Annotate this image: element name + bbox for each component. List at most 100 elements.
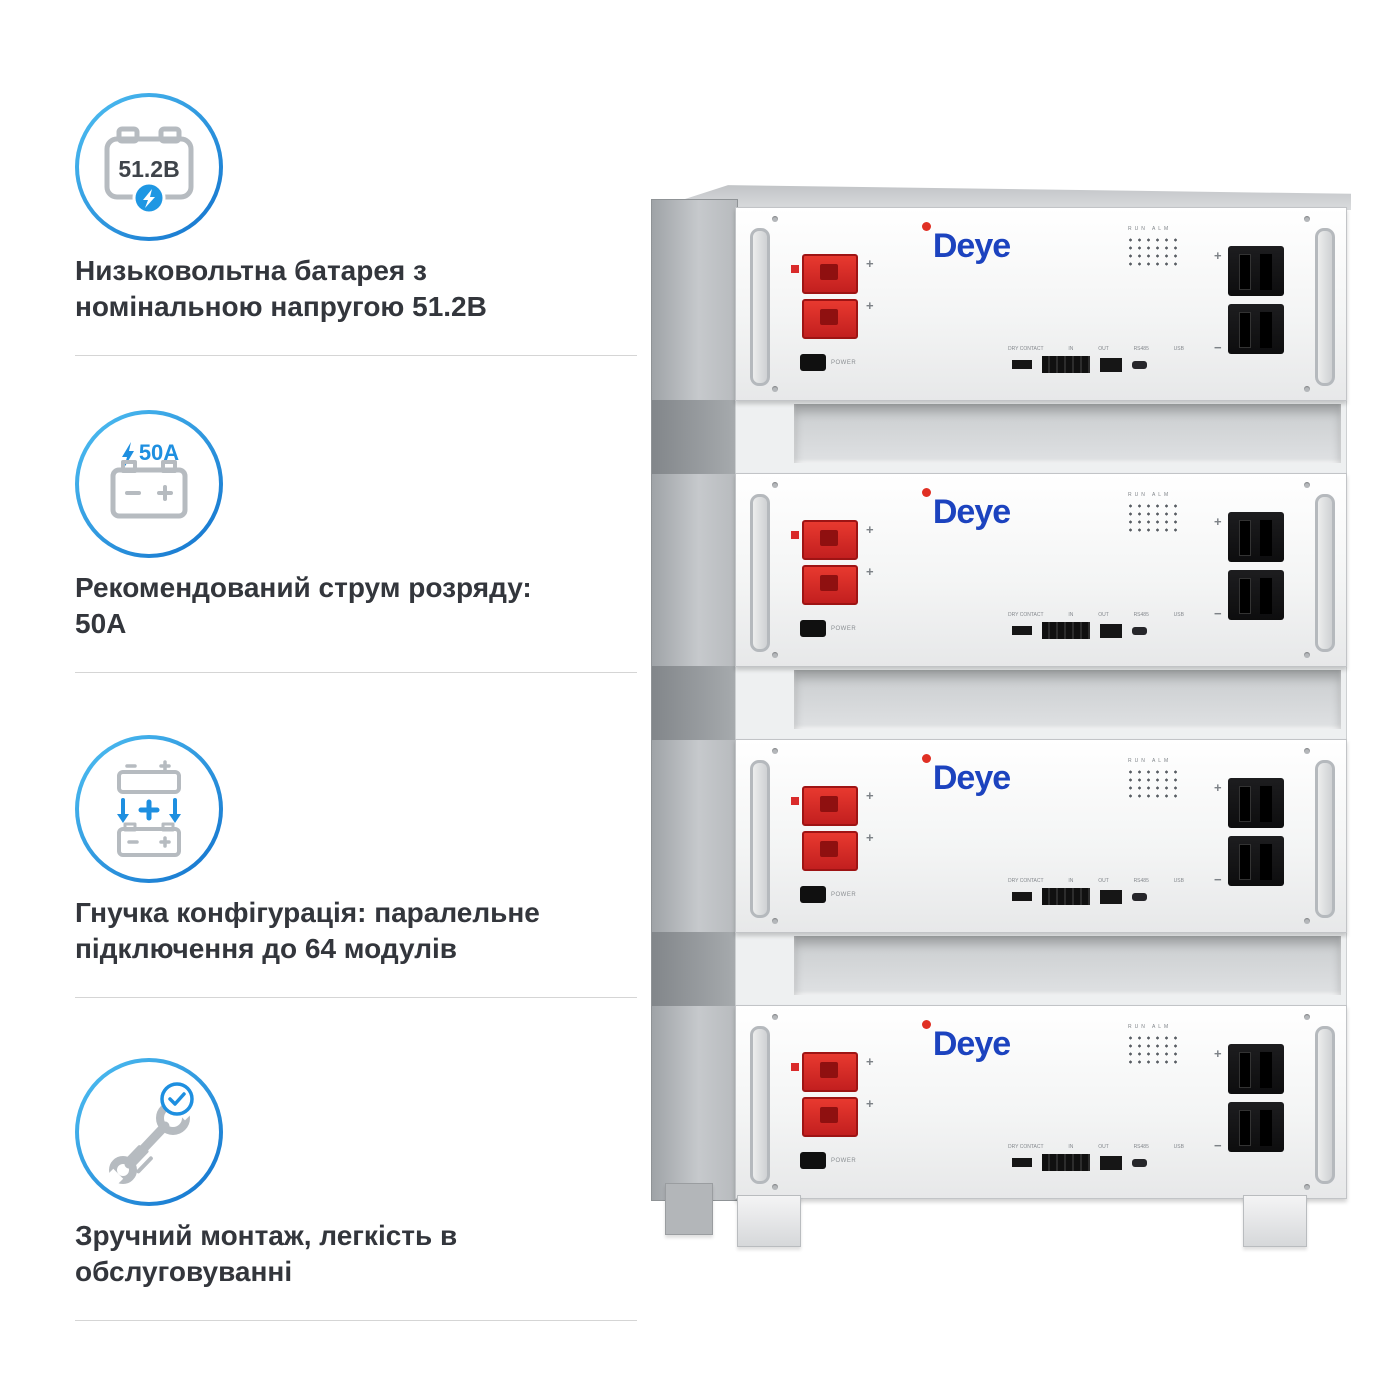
logo-red-dot-icon (921, 488, 931, 497)
red-indicator (791, 797, 799, 805)
screw-icon (772, 386, 778, 392)
plus-mark: + (1214, 514, 1222, 529)
frame-notch (652, 400, 737, 474)
led-labels: RUN ALM (1128, 226, 1172, 232)
screw-icon (772, 918, 778, 924)
comm-port (1042, 1154, 1090, 1171)
logo-red-dot-icon (921, 222, 931, 231)
rs485-port (1100, 1156, 1122, 1170)
feature-text: Рекомендований струм розряду: 50А (75, 572, 532, 639)
red-indicator (791, 1063, 799, 1071)
usb-port (1132, 1159, 1147, 1167)
svg-text:51.2В: 51.2В (118, 156, 179, 182)
led-labels: RUN ALM (1128, 1024, 1172, 1030)
plus-mark: + (866, 1054, 874, 1069)
power-switch (800, 620, 826, 637)
vent-grid-icon (1126, 502, 1178, 536)
minus-mark: − (1214, 1138, 1222, 1153)
divider (75, 1320, 637, 1321)
port-labels: DRY CONTACT IN OUT RS485 USB (1008, 1144, 1184, 1150)
module-handle-right (1315, 228, 1335, 386)
usb-port (1132, 627, 1147, 635)
battery-module: + + POWER Deye RUN ALM DRY CONTACT IN OU… (735, 1005, 1347, 1199)
battery-module: + + POWER Deye RUN ALM DRY CONTACT IN OU… (735, 739, 1347, 933)
black-power-terminal (1228, 304, 1284, 354)
module-handle-left (750, 760, 770, 918)
port-label: IN (1068, 878, 1074, 884)
comm-port (1042, 356, 1090, 373)
plus-mark: + (866, 298, 874, 313)
screw-icon (1304, 482, 1310, 488)
plus-mark: + (866, 830, 874, 845)
led-labels: RUN ALM (1128, 758, 1172, 764)
screw-icon (772, 748, 778, 754)
anderson-connector (802, 565, 858, 605)
screw-icon (1304, 216, 1310, 222)
logo-red-dot-icon (921, 1020, 931, 1029)
screw-icon (772, 216, 778, 222)
port-label: RS485 (1133, 612, 1149, 618)
dry-contact-port (1012, 360, 1032, 369)
vent-grid-icon (1126, 236, 1178, 270)
black-power-terminal (1228, 836, 1284, 886)
usb-port (1132, 361, 1147, 369)
plus-mark: + (866, 522, 874, 537)
power-label: POWER (831, 626, 857, 632)
battery-voltage-icon: 51.2В (75, 93, 223, 241)
screw-icon (772, 1184, 778, 1190)
stack-gap (735, 665, 1347, 739)
frame-notch (652, 666, 737, 740)
anderson-connector (802, 831, 858, 871)
logo-wordmark: Deye (932, 1025, 1011, 1063)
anderson-connector (802, 520, 858, 560)
red-indicator (791, 531, 799, 539)
divider (75, 672, 637, 673)
plus-mark: + (1214, 780, 1222, 795)
plus-mark: + (866, 788, 874, 803)
plus-mark: + (866, 256, 874, 271)
vent-grid-icon (1126, 768, 1178, 802)
deye-logo: Deye (906, 754, 1026, 798)
plus-mark: + (866, 564, 874, 579)
plus-mark: + (1214, 248, 1222, 263)
module-handle-right (1315, 760, 1335, 918)
logo-red-dot-icon (921, 754, 931, 763)
module-handle-left (750, 494, 770, 652)
power-label: POWER (831, 892, 857, 898)
port-label: RS485 (1133, 1144, 1149, 1150)
module-handle-left (750, 1026, 770, 1184)
stack-foot-left (737, 1195, 801, 1247)
dry-contact-port (1012, 892, 1032, 901)
deye-logo: Deye (906, 488, 1026, 532)
port-label: IN (1068, 612, 1074, 618)
divider (75, 997, 637, 998)
port-label: OUT (1098, 878, 1109, 884)
divider (75, 355, 637, 356)
led-labels: RUN ALM (1128, 492, 1172, 498)
anderson-connector (802, 254, 858, 294)
stack-side-frame (651, 199, 738, 1201)
deye-logo: Deye (906, 1020, 1026, 1064)
port-label: DRY CONTACT (1008, 346, 1044, 352)
battery-current-icon: 50A (75, 410, 223, 558)
port-label: USB (1173, 346, 1184, 352)
stack-top-panel (651, 185, 1351, 210)
minus-mark: − (1214, 872, 1222, 887)
battery-stack: + + POWER Deye RUN ALM DRY CONTACT IN OU… (645, 183, 1357, 1258)
feature-text: Зручний монтаж, легкість в обслуговуванн… (75, 1220, 458, 1287)
module-handle-right (1315, 1026, 1335, 1184)
dry-contact-port (1012, 1158, 1032, 1167)
red-battery-connector (802, 254, 858, 344)
feature-text: Гнучка конфігурація: паралельне підключе… (75, 897, 540, 964)
screw-icon (1304, 1014, 1310, 1020)
rs485-port (1100, 358, 1122, 372)
stack-foot-back (665, 1183, 713, 1235)
minus-mark: − (1214, 606, 1222, 621)
logo-wordmark: Deye (932, 493, 1011, 531)
black-power-terminal (1228, 778, 1284, 828)
port-label: USB (1173, 1144, 1184, 1150)
comm-port (1042, 622, 1090, 639)
red-battery-connector (802, 786, 858, 876)
port-label: IN (1068, 346, 1074, 352)
power-switch (800, 886, 826, 903)
